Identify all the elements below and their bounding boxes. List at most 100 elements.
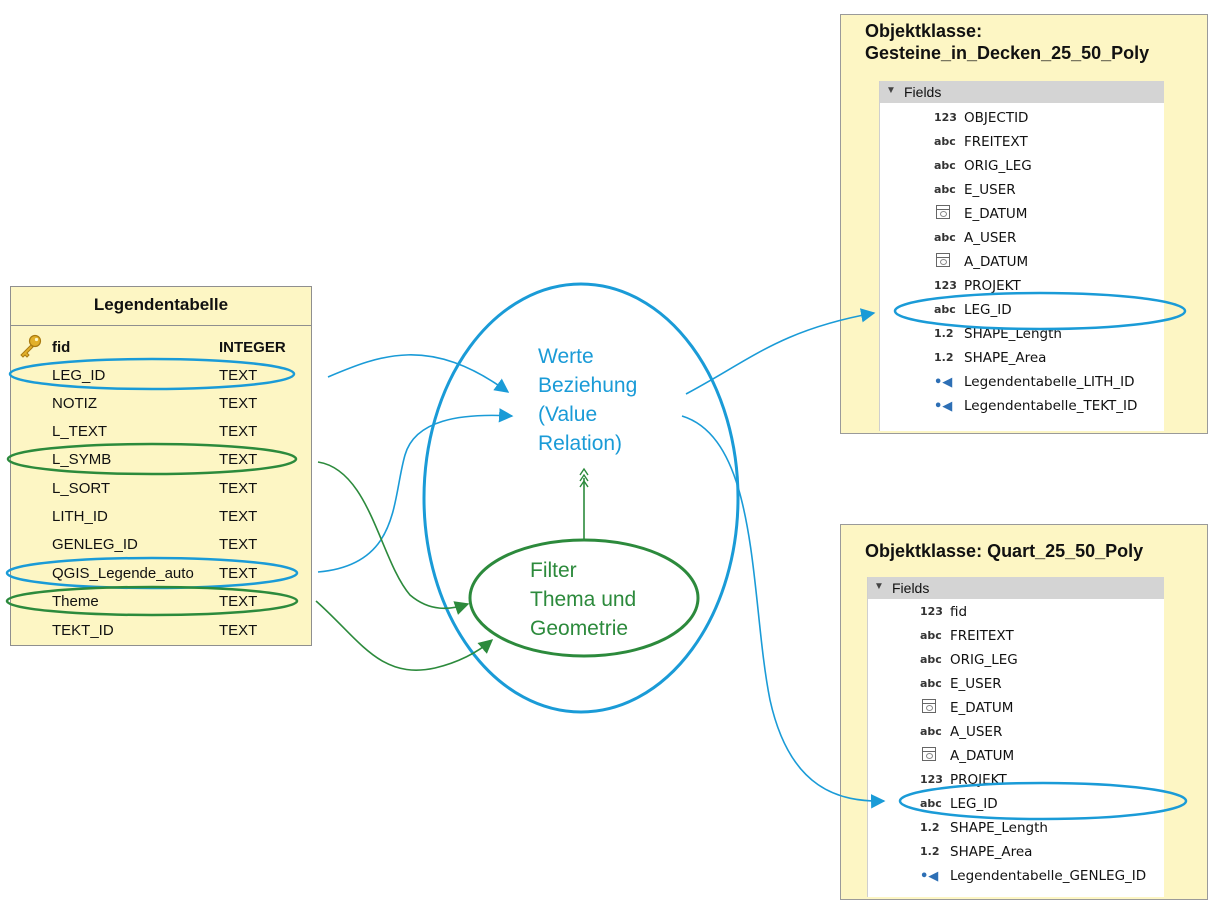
field-name: fid xyxy=(52,339,71,356)
field-name: A_USER xyxy=(964,230,1017,246)
arrow-leg-id-to-relation xyxy=(327,354,510,393)
table-row: GENLEG_ID TEXT xyxy=(11,530,311,558)
text-icon: abc xyxy=(934,183,956,196)
text-icon: abc xyxy=(934,231,956,244)
relation-icon: •◀ xyxy=(934,399,953,414)
arrow-qgis-to-relation xyxy=(317,408,514,573)
filter-line: Filter xyxy=(530,559,577,582)
table-row: fid INTEGER xyxy=(11,333,311,361)
integer-icon: 123 xyxy=(920,605,943,618)
field-name: A_DATUM xyxy=(950,748,1015,764)
fields-label: Fields xyxy=(904,84,942,100)
field-name: SHAPE_Area xyxy=(950,844,1033,860)
table-row: QGIS_Legende_auto TEXT xyxy=(11,559,311,587)
field-name: Theme xyxy=(52,593,99,610)
value-relation-line: Beziehung xyxy=(538,374,638,397)
filter-label: Filter Thema und Geometrie xyxy=(530,556,636,643)
date-icon xyxy=(922,699,936,713)
highlight-leg-id xyxy=(8,357,296,391)
table-row: LEG_ID TEXT xyxy=(11,361,311,389)
date-icon xyxy=(936,205,950,219)
arrow-relation-to-top-panel xyxy=(685,308,876,395)
fields-group-header[interactable]: ▼ Fields xyxy=(868,577,1164,599)
field-name: LEG_ID xyxy=(950,796,998,812)
table-row: Theme TEXT xyxy=(11,587,311,615)
field-name: ORIG_LEG xyxy=(950,652,1018,668)
field-name: NOTIZ xyxy=(52,395,97,412)
field-name: SHAPE_Area xyxy=(964,350,1047,366)
value-relation-ellipse xyxy=(422,282,740,714)
highlight-qgis-legende xyxy=(5,556,299,590)
filter-line: Thema und xyxy=(530,588,637,611)
double-icon: 1.2 xyxy=(920,821,940,834)
collapse-triangle-icon[interactable]: ▼ xyxy=(886,85,896,96)
table-row: L_TEXT TEXT xyxy=(11,417,311,445)
field-name: Legendentabelle_GENLEG_ID xyxy=(950,868,1147,884)
arrow-theme-to-filter xyxy=(315,600,494,671)
field-name: LITH_ID xyxy=(52,508,108,525)
panel-title-line1: Objektklasse: xyxy=(865,21,983,41)
date-icon xyxy=(936,253,950,267)
field-name: GENLEG_ID xyxy=(52,536,138,553)
highlight-l-symb xyxy=(6,442,298,476)
field-name: FREITEXT xyxy=(964,134,1028,150)
field-name: E_DATUM xyxy=(964,206,1028,222)
field-name: Legendentabelle_LITH_ID xyxy=(964,374,1135,390)
field-name: E_USER xyxy=(964,182,1016,198)
field-type: TEXT xyxy=(219,395,258,412)
field-name: PROJEKT xyxy=(964,278,1021,294)
field-type: TEXT xyxy=(219,565,258,582)
table-row: TEKT_ID TEXT xyxy=(11,616,311,644)
filter-ellipse xyxy=(468,538,700,658)
text-icon: abc xyxy=(920,629,942,642)
field-type: TEXT xyxy=(219,451,258,468)
field-name: SHAPE_Length xyxy=(950,820,1048,836)
field-name: E_USER xyxy=(950,676,1002,692)
panel-title-line2: Gesteine_in_Decken_25_50_Poly xyxy=(865,43,1150,63)
fields-label: Fields xyxy=(892,580,930,596)
collapse-triangle-icon[interactable]: ▼ xyxy=(874,581,884,592)
integer-icon: 123 xyxy=(934,279,957,292)
field-name: OBJECTID xyxy=(964,110,1029,126)
field-name: QGIS_Legende_auto xyxy=(52,565,194,582)
field-type: TEXT xyxy=(219,480,258,497)
text-icon: abc xyxy=(934,303,956,316)
field-type: TEXT xyxy=(219,593,258,610)
text-icon: abc xyxy=(920,653,942,666)
field-type: TEXT xyxy=(219,536,258,553)
table-row: L_SORT TEXT xyxy=(11,474,311,502)
objektklasse-panel-gesteine: Objektklasse: Gesteine_in_Decken_25_50_P… xyxy=(840,14,1208,434)
value-relation-line: (Value xyxy=(538,403,598,426)
highlight-panel-top-leg-id xyxy=(893,291,1187,331)
highlight-theme xyxy=(5,585,299,617)
field-name: A_DATUM xyxy=(964,254,1029,270)
filter-line: Geometrie xyxy=(530,617,629,640)
fields-group-header[interactable]: ▼ Fields xyxy=(880,81,1164,103)
field-type: TEXT xyxy=(219,508,258,525)
arrow-relation-to-bottom-panel xyxy=(681,415,886,809)
field-name: FREITEXT xyxy=(950,628,1014,644)
text-icon: abc xyxy=(920,797,942,810)
double-icon: 1.2 xyxy=(920,845,940,858)
objektklasse-panel-quart: Objektklasse: Quart_25_50_Poly ▼ Fields … xyxy=(840,524,1208,900)
relation-icon: •◀ xyxy=(920,869,939,884)
integer-icon: 123 xyxy=(934,111,957,124)
field-name: LEG_ID xyxy=(964,302,1012,318)
field-name: L_SYMB xyxy=(52,451,112,468)
text-icon: abc xyxy=(934,159,956,172)
double-icon: 1.2 xyxy=(934,327,954,340)
field-type: INTEGER xyxy=(219,339,286,356)
field-name: E_DATUM xyxy=(950,700,1014,716)
field-name: fid xyxy=(950,604,968,620)
chevron-up-icon xyxy=(579,467,589,488)
field-name: ORIG_LEG xyxy=(964,158,1032,174)
field-name: L_TEXT xyxy=(52,423,108,440)
text-icon: abc xyxy=(934,135,956,148)
text-icon: abc xyxy=(920,677,942,690)
table-header-divider xyxy=(11,325,311,326)
arrow-l-symb-to-filter xyxy=(317,461,470,615)
field-name: L_SORT xyxy=(52,480,111,497)
highlight-panel-bottom-leg-id xyxy=(898,781,1188,821)
